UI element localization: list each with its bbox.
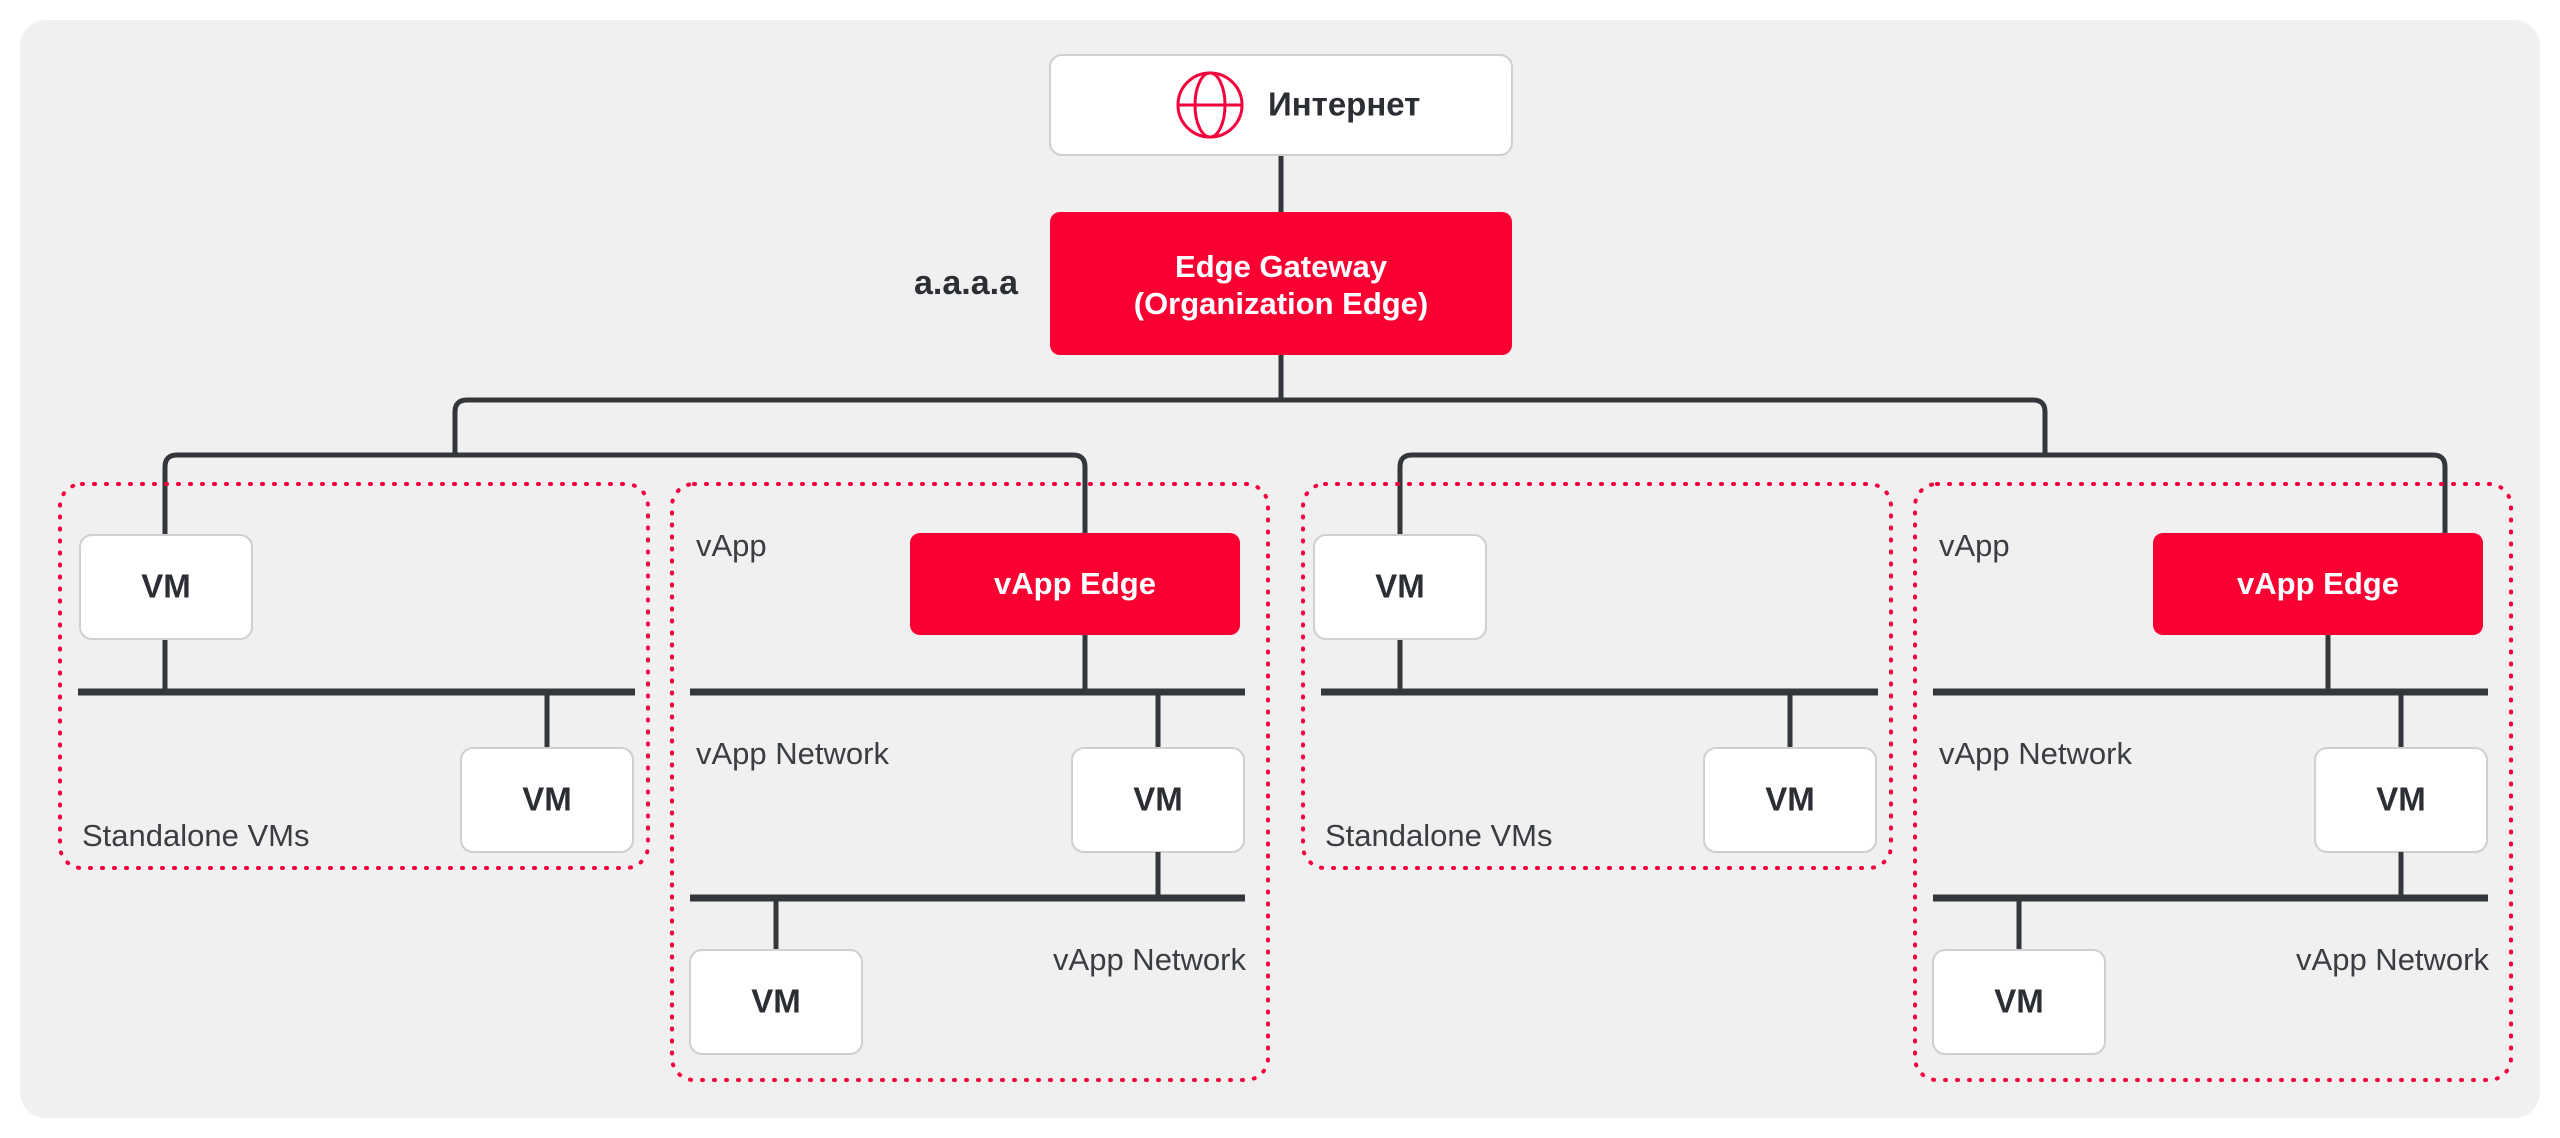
vm-node[interactable]: VM [1071,747,1245,853]
vm-label: VM [1133,781,1183,818]
link-left-bus [162,452,1088,590]
vm-label: VM [1994,983,2044,1020]
group-standalone-vms-2: VM VM Standalone VMs [1301,482,1893,870]
edge-gateway-label-line2: (Organization Edge) [1134,286,1429,321]
vm-node[interactable]: VM [689,949,863,1055]
vm-node[interactable]: VM [79,534,253,640]
diagram-canvas [20,20,2540,1118]
edge-gateway-box[interactable] [1050,212,1512,355]
vm-label: VM [522,781,572,818]
edge-gateway-node[interactable]: Edge Gateway (Organization Edge) [1050,212,1512,355]
vapp-edge-label: vApp Edge [994,566,1156,601]
group-label: vApp [696,528,767,563]
internet-node-box[interactable] [1049,54,1513,156]
group-label: vApp [1939,528,2010,563]
internet-node[interactable]: Интернет [1049,54,1513,156]
vapp-edge-node[interactable]: vApp Edge [910,533,1240,635]
edge-gateway-ip-label: a.a.a.a [914,264,1019,302]
vm-box[interactable] [79,534,253,640]
group-border [58,482,650,870]
group-vapp-2: vApp vApp Edge vApp Network VM vApp Netw… [1913,482,2513,1082]
group-border [1913,482,2513,1082]
globe-icon [1176,71,1244,139]
network-label-1: vApp Network [1939,736,2132,771]
vm-label: VM [1375,568,1425,605]
group-label: Standalone VMs [82,818,309,853]
vm-box[interactable] [689,949,863,1055]
vapp-edge-box[interactable] [910,533,1240,635]
group-border [670,482,1270,1082]
network-label-2: vApp Network [1053,942,1246,977]
vm-box[interactable] [460,747,634,853]
vapp-edge-box[interactable] [2153,533,2483,635]
network-label-1: vApp Network [696,736,889,771]
vm-box[interactable] [1932,949,2106,1055]
vapp-edge-node[interactable]: vApp Edge [2153,533,2483,635]
vm-label: VM [2376,781,2426,818]
group-vapp-1: vApp vApp Edge vApp Network VM vApp Netw… [670,482,1270,1082]
vm-label: VM [141,568,191,605]
vm-label: VM [1765,781,1815,818]
vm-node[interactable]: VM [460,747,634,853]
vm-node[interactable]: VM [1313,534,1487,640]
vm-label: VM [751,983,801,1020]
link-right-bus [1397,452,2448,590]
vm-node[interactable]: VM [2314,747,2488,853]
vm-node[interactable]: VM [1932,949,2106,1055]
internet-node-label: Интернет [1268,86,1420,123]
connector-trunk [162,155,2448,590]
link-main-bus [452,397,2048,455]
vm-box[interactable] [1703,747,1877,853]
group-standalone-vms-1: VM VM Standalone VMs [58,482,650,870]
network-label-2: vApp Network [2296,942,2489,977]
vm-node[interactable]: VM [1703,747,1877,853]
edge-gateway-label-line1: Edge Gateway [1175,249,1388,284]
group-border [1301,482,1893,870]
vm-box[interactable] [1313,534,1487,640]
vapp-edge-label: vApp Edge [2237,566,2399,601]
group-label: Standalone VMs [1325,818,1552,853]
